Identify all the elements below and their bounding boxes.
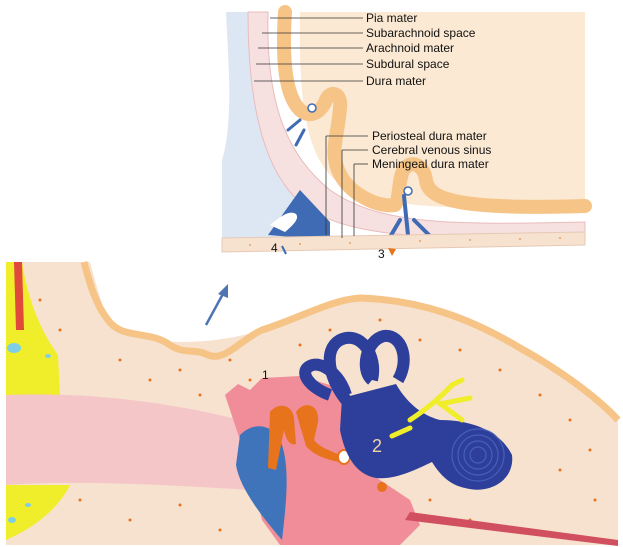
subarachnoid-space-label: Subarachnoid space <box>366 26 476 40</box>
marker-three: 3 <box>378 247 385 261</box>
vessel-dot <box>404 187 412 195</box>
meninges-inset: Pia mater Subarachnoid space Arachnoid m… <box>222 11 585 261</box>
pia-mater-label: Pia mater <box>366 11 417 25</box>
fat-bubble <box>7 343 21 353</box>
periosteal-dura-mater-label: Periosteal dura mater <box>372 129 487 143</box>
fat-bubble <box>8 517 16 523</box>
meningeal-dura-mater-label: Meningeal dura mater <box>372 157 489 171</box>
round-window <box>377 482 387 492</box>
dura-mater-label: Dura mater <box>366 74 426 88</box>
arachnoid-mater-label: Arachnoid mater <box>366 41 454 55</box>
marker-four: 4 <box>271 241 278 255</box>
subdural-space-label: Subdural space <box>366 57 450 71</box>
emissary-vein-3 <box>388 248 396 256</box>
fat-bubble <box>45 354 51 358</box>
vessel-dot <box>308 104 316 112</box>
cerebral-venous-sinus-label: Cerebral venous sinus <box>372 143 491 157</box>
marker-one: 1 <box>262 368 269 382</box>
ear-section: 2 1 <box>6 262 618 546</box>
fat-bubble <box>25 503 31 507</box>
pointer-arrow <box>206 284 228 325</box>
marker-two: 2 <box>372 436 382 456</box>
